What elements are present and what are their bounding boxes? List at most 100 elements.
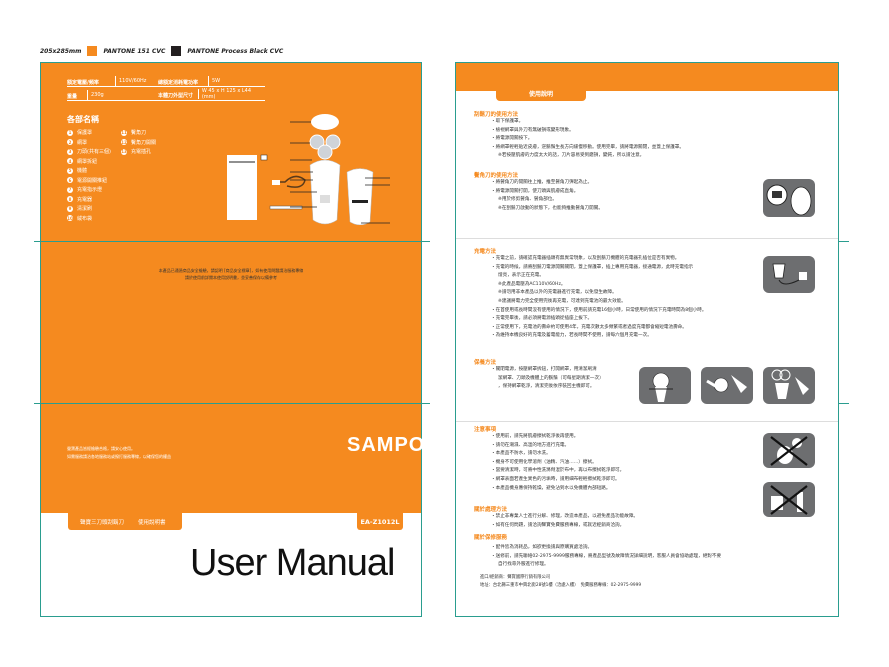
instruction-line: ・本產品不防水，請勿水洗。 <box>491 451 551 457</box>
section-title: 保養方法 <box>474 360 497 366</box>
part-number: 6 <box>67 177 73 184</box>
part-name: 刀頭(共有三個) <box>77 149 111 156</box>
spec-table-left: 額定電壓/頻率 110V/60Hz 重量 230g <box>67 73 265 101</box>
section-handling: 關於處理方法 ・禁止非專業人士進行分解、修理，改造本產品，以避免產品功能故障。 … <box>474 505 814 530</box>
notice-line: 請於使用前詳閱本使用說明書，並妥善保存以備參考 <box>185 275 277 280</box>
part-item: 7 充電指示燈 <box>67 185 111 195</box>
part-number: 9 <box>67 205 73 212</box>
section-trimmer-usage: 鬢角刀的使用方法 ・將鬢角刀的開關往上推，推至鬢角刀彈起為止。 ・將電源開關打開… <box>474 171 814 213</box>
spec-table-right: 總額定消耗電功率 5W 本體刀外型尺寸 W 45 x H 125 x L44 (… <box>158 73 266 100</box>
cleaning-step2-illustration <box>701 367 753 404</box>
part-number: 12 <box>121 139 127 146</box>
pantone-black-label: PANTONE Process Black CVC <box>187 47 284 55</box>
address-hotline-line: 地址：台北縣三重市中興北街28號1樓（洽處入樓） 免費服務專線：02-2975-… <box>480 583 642 588</box>
instruction-line: ・網罩表面若產生異色的污垢時，請用細布輕輕擦拭乾淨即可。 <box>491 476 620 482</box>
part-name: 網罩 <box>77 139 88 146</box>
part-name: 網罩拆鈕 <box>77 158 98 165</box>
safety-notice: 本產品已通過商品安全檢驗，請認明 [商品安全標章]，如有使用問題請洽服務專線 請… <box>41 267 421 281</box>
note-line: 如需服務請洽各地服務站或撥打服務專線，以確保您的權益 <box>67 454 171 459</box>
instruction-line: ・當要清潔時，可將中性洗滌劑混於布中，再以布擦拭乾淨即可。 <box>491 468 625 474</box>
trimmer-illustration <box>763 179 815 217</box>
instruction-line: ・本產品機身應保持乾燥，避免沾到水以免機體內部短路。 <box>491 485 611 491</box>
instruction-line: ・將鬢角刀的開關往上推，推至鬢角刀彈起為止。 <box>491 180 593 185</box>
fold-guide-line <box>835 403 849 404</box>
instruction-line: ・關閉電源，按壓網罩拆鈕，打開網罩，用清潔刷清 <box>491 367 597 372</box>
section-title: 關於處理方法 <box>474 507 508 513</box>
instruction-line: ，保持網罩乾淨，清潔完後依序裝回主機即可。 <box>498 384 595 390</box>
part-name: 充電器 <box>77 196 93 203</box>
pouch-icon <box>227 155 257 220</box>
part-name: 電源開關推鈕 <box>77 177 108 184</box>
instruction-line: ・請勿在潮濕、高溫的地方進行充電。 <box>491 442 570 448</box>
sampo-logo: SAMPO <box>347 434 426 456</box>
instruction-line: 燈亮，表示正在充電。 <box>498 273 544 279</box>
part-number: 10 <box>67 215 73 222</box>
cover-orange-panel <box>41 63 421 513</box>
spec-label: 本體刀外型尺寸 <box>158 93 194 99</box>
section-charging: 充電方法 ・充電之前，請確認充電器插頭有無異常現象，以及刮鬍刀機體的充電器孔插位… <box>474 247 814 341</box>
parts-title: 各部名稱 <box>67 115 99 124</box>
cleaning-step1-illustration <box>639 367 691 404</box>
page-size-label: 205x285mm <box>40 47 82 55</box>
instruction-note: ※請勿用非本產品以外的充電器進行充電，以免發生故障。 <box>498 290 617 296</box>
section-title: 刮鬍刀的使用方法 <box>474 112 519 118</box>
instruction-line: ・為維持本機良好的充電及蓄電能力，若長時間不使用，請每六個月充電一次。 <box>491 333 652 339</box>
instruction-note: ※建議將電力完全使用完後再充電，可達到充電池的最大效能。 <box>498 298 626 304</box>
part-number: 7 <box>67 186 73 193</box>
part-name: 充電插孔 <box>131 149 152 156</box>
fold-guide-line <box>835 241 849 242</box>
instruction-line: ・送修前，請先聯絡02-2975-9999服務專線，將產品型號及故障情況詳細說明… <box>491 553 722 559</box>
print-spec-bar: 205x285mm PANTONE 151 CVC PANTONE Proces… <box>40 44 283 58</box>
section-shaver-usage: 刮鬍刀的使用方法 ・取下保護罩。 ・檢視網罩與外刀有無破損或變形現象。 ・將電源… <box>474 110 814 161</box>
spec-label: 額定電壓/頻率 <box>67 80 99 86</box>
part-item: 12 鬢角刀開關 <box>121 138 156 148</box>
instruction-line: ・將網罩輕輕貼近皮膚，逆鬍鬚生長方向緩慢移動。使用完畢，請將電源關閉，並蓋上保護… <box>491 144 684 150</box>
instruction-line: ・檢視網罩與外刀有無破損或變形現象。 <box>491 127 574 133</box>
instruction-note: ※用於修剪鬢角、鬢角部位。 <box>498 197 557 203</box>
instruction-line: ・將電源開關按下。 <box>491 136 533 142</box>
part-number: 5 <box>67 167 73 174</box>
shaver-parts-illustration <box>227 114 390 225</box>
spec-label: 總額定消耗電功率 <box>158 80 199 86</box>
part-item: 6 電源開關推鈕 <box>67 176 111 186</box>
part-number: 2 <box>67 139 73 146</box>
instruction-line: ・充電之前，請確認充電器插頭有無異常現象，以及刮鬍刀機體的充電器孔插位是否有異物… <box>491 256 680 261</box>
part-number: 11 <box>121 129 127 136</box>
part-name: 充電指示燈 <box>77 187 103 194</box>
part-name: 鬢角刀開關 <box>131 139 157 146</box>
right-page-instructions <box>455 62 839 617</box>
part-number: 1 <box>67 129 73 136</box>
spec-row: 重量 230g <box>67 87 265 101</box>
instruction-note: ※在刮鬍刀啟動的狀態下，也能夠推動鬢角刀開關。 <box>498 205 603 211</box>
section-title: 鬢角刀的使用方法 <box>474 173 519 179</box>
instruction-line: ・將電源開關打開，使刀頭與肌膚成直角。 <box>491 188 579 194</box>
section-divider <box>456 238 838 239</box>
spec-row: 本體刀外型尺寸 W 45 x H 125 x L44 (mm) <box>158 86 266 100</box>
part-item: 2 網罩 <box>67 138 111 148</box>
no-water-warning-illustration <box>763 433 815 468</box>
pantone-orange-swatch <box>87 46 98 56</box>
service-note: 聲寶產品皆經檢驗合格，請安心使用。 如需服務請洽各地服務站或撥打服務專線，以確保… <box>67 445 171 461</box>
part-item: 10 絨布袋 <box>67 214 111 224</box>
charging-illustration <box>763 256 815 293</box>
section-precautions: 注意事項 ・使用前，請先將肌膚擦拭乾淨後再使用。 ・請勿在潮濕、高溫的地方進行充… <box>474 425 814 493</box>
part-number: 4 <box>67 158 73 165</box>
importer-footer: 進口/經銷商：聲寶國際行銷有限公司 地址：台北縣三重市中興北街28號1樓（洽處入… <box>480 574 641 590</box>
instruction-line: ・禁止非專業人士進行分解、修理，改造本產品，以避免產品功能故障。 <box>491 514 639 519</box>
section-title: 注意事項 <box>474 427 497 433</box>
instruction-line: ・如有任何問題，請洽詢聲寶免費服務專線，或就近經銷商洽詢。 <box>491 522 625 528</box>
part-number: 3 <box>67 148 73 155</box>
section-title: 充電方法 <box>474 249 497 255</box>
instruction-note: ※此產品電壓為AC110V/60Hz。 <box>498 281 566 287</box>
part-name: 清潔刷 <box>77 206 93 213</box>
instructions-tab: 使用說明 <box>496 85 586 101</box>
part-name: 絨布袋 <box>77 215 93 222</box>
instruction-note: ※若按壓肌膚的力度太大的話，刀片容易受到磨損，變鈍，所以請注意。 <box>498 153 645 159</box>
cleaning-step3-illustration <box>763 367 815 404</box>
part-item: 3 刀頭(共有三個) <box>67 147 111 157</box>
section-warranty-service: 關於保修服務 ・配件皆為消耗品，如欲更換請與原購買處洽詢。 ・送修前，請先聯絡0… <box>474 533 824 570</box>
part-name: 鬢角刀 <box>131 130 147 137</box>
product-title-tab: 聲寶三刀頭刮鬍刀 使用說明書 <box>68 513 182 530</box>
part-item: 11 鬢角刀 <box>121 128 156 138</box>
